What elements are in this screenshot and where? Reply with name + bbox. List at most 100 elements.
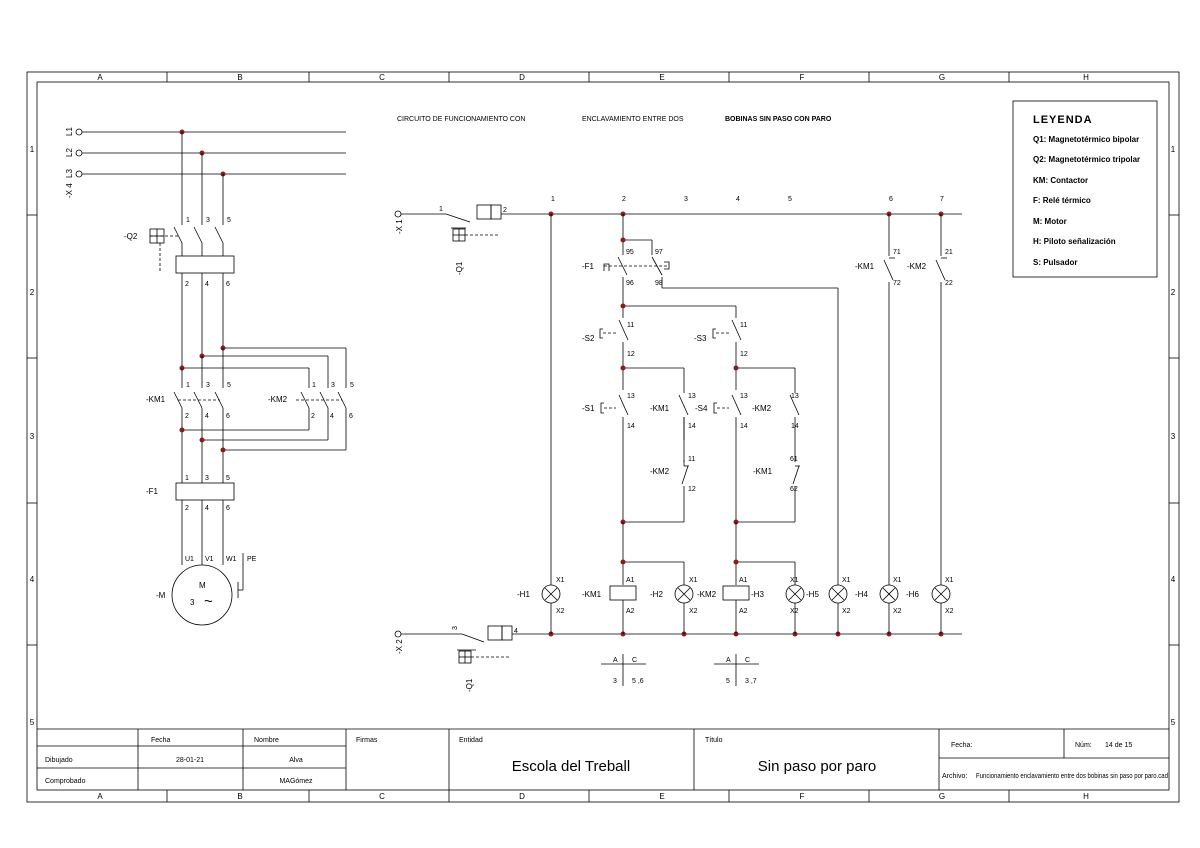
motor-label: M bbox=[199, 581, 206, 590]
lamp-h1-x1: X1 bbox=[556, 577, 565, 584]
motor-terminal-u1: U1 bbox=[185, 556, 194, 563]
control-circuit: -X 1 1 2 -Q1 1 2 3 4 5 6 7 bbox=[394, 196, 962, 692]
legend-box: LEYENDA Q1: Magnetotérmico bipolar Q2: M… bbox=[1012, 100, 1158, 278]
km1-pin-3: 3 bbox=[206, 382, 210, 389]
motor-terminal-pe: PE bbox=[247, 556, 257, 563]
crossref-km2-head-c: C bbox=[745, 657, 750, 664]
grid-col-d: D bbox=[519, 73, 525, 82]
km1-pin-1: 1 bbox=[186, 382, 190, 389]
grid-col-e: E bbox=[659, 73, 664, 82]
tb-dibujado-label: Dibujado bbox=[45, 757, 73, 764]
col-num-1: 1 bbox=[551, 196, 555, 203]
grid-row-labels: 1 2 3 4 5 1 2 3 4 5 bbox=[30, 145, 1176, 727]
grid-col-c: C bbox=[379, 73, 385, 82]
diagram-title-part1: CIRCUITO DE FUNCIONAMIENTO CON bbox=[397, 116, 525, 123]
lamp-h3-label: -H3 bbox=[751, 590, 764, 599]
km1-aux-pin-72: 72 bbox=[893, 280, 901, 287]
breaker-q2-pin-3: 3 bbox=[206, 217, 210, 224]
grid-row-5-right: 5 bbox=[1171, 718, 1176, 727]
lamp-h4-x2: X2 bbox=[842, 608, 851, 615]
contactor-km1-label: -KM1 bbox=[146, 395, 166, 404]
km1-start-rung: -S1 13 14 -KM1 13 14 bbox=[582, 365, 696, 522]
km1-pin-2: 2 bbox=[185, 413, 189, 420]
grid-row-2-right: 2 bbox=[1171, 288, 1176, 297]
control-terminal-x1: -X 1 bbox=[395, 219, 404, 234]
tb-entidad-label: Entidad bbox=[459, 737, 483, 744]
crossref-km2-val-c: 3 ,7 bbox=[745, 678, 757, 685]
lamp-h1-label: -H1 bbox=[517, 590, 530, 599]
km2-branch-wires bbox=[179, 345, 347, 388]
s1-pin-14: 14 bbox=[627, 423, 635, 430]
grid-col-f: F bbox=[800, 73, 805, 82]
control-column-numbers: 1 2 3 4 5 6 7 bbox=[551, 196, 944, 203]
s3-pin-12: 12 bbox=[740, 351, 748, 358]
pushbutton-s2-label: -S2 bbox=[582, 334, 595, 343]
lamp-h2-x2: X2 bbox=[689, 608, 698, 615]
tb-entidad-value: Escola del Treball bbox=[512, 758, 630, 775]
motor-m: M 3 ~ -M U1 V1 W1 PE bbox=[156, 553, 257, 626]
km1-lock-pin-61: 61 bbox=[790, 456, 798, 463]
s3-pin-11: 11 bbox=[740, 322, 747, 329]
q1-top-pin-in: 1 bbox=[439, 206, 443, 213]
s4-pin-14: 14 bbox=[740, 423, 748, 430]
grid-col-h-bottom: H bbox=[1083, 792, 1089, 801]
coil-km2-a2: A2 bbox=[739, 608, 748, 615]
km1-aux-col6: -KM1 71 72 X1 X2 -H6 bbox=[855, 214, 919, 634]
tb-dibujado-nombre: Alva bbox=[289, 757, 303, 764]
grid-column-labels-bottom: A B C D E F G H bbox=[97, 792, 1089, 801]
legend-item-q1: Q1: Magnetotérmico bipolar bbox=[1033, 135, 1139, 144]
motor-ref: -M bbox=[156, 591, 166, 600]
km2-start-rung: -S4 13 14 -KM2 13 14 bbox=[695, 365, 800, 522]
tb-firmas-label: Firmas bbox=[356, 737, 378, 744]
km2-aux-label: -KM2 bbox=[907, 262, 927, 271]
legend-item-h: H: Piloto señalización bbox=[1033, 237, 1116, 246]
grid-row-1: 1 bbox=[30, 145, 35, 154]
crossref-km1-head-a: A bbox=[613, 657, 618, 664]
col-num-7: 7 bbox=[940, 196, 944, 203]
line-label-l2: L2 bbox=[65, 148, 74, 157]
km2-lock-pin-12: 12 bbox=[688, 486, 696, 493]
lamp-h4-branch: -H4 X1 X2 bbox=[828, 577, 868, 634]
grid-row-1-right: 1 bbox=[1171, 145, 1176, 154]
lamp-h2-x1: X1 bbox=[689, 577, 698, 584]
q1-bottom-pin-in: 3 bbox=[452, 626, 459, 630]
grid-row-5: 5 bbox=[30, 718, 35, 727]
control-supply-bottom: -X 2 3 4 -Q1 bbox=[394, 625, 962, 692]
contactor-km2-main: -KM2 1 3 5 2 4 6 bbox=[179, 382, 354, 453]
legend-item-f: F: Relé térmico bbox=[1033, 196, 1091, 205]
grid-row-4-right: 4 bbox=[1171, 575, 1176, 584]
km2-pin-5: 5 bbox=[350, 382, 354, 389]
crossref-km2-val-a: 5 bbox=[726, 678, 730, 685]
pushbutton-s3: -S3 11 12 bbox=[694, 306, 748, 390]
s1-pin-13: 13 bbox=[627, 393, 635, 400]
lamp-h4-x1: X1 bbox=[842, 577, 851, 584]
grid-row-3: 3 bbox=[30, 432, 35, 441]
f1-pin-3: 3 bbox=[205, 475, 209, 482]
tb-fecha2-label: Fecha: bbox=[951, 742, 972, 749]
lamp-h6-x1: X1 bbox=[893, 577, 902, 584]
km2-aux-pin-21: 21 bbox=[945, 249, 953, 256]
grid-row-3-right: 3 bbox=[1171, 432, 1176, 441]
lamp-h1-x2: X2 bbox=[556, 608, 565, 615]
thermal-relay-f1: -F1 1 3 5 2 4 6 bbox=[146, 475, 235, 565]
breaker-q2: -Q2 1 3 5 2 4 6 bbox=[124, 132, 235, 368]
km2-pin-2: 2 bbox=[311, 413, 315, 420]
f1-pin-95: 95 bbox=[626, 249, 634, 256]
km1-interlock-contact-col5: -KM1 61 62 bbox=[733, 456, 800, 585]
legend-item-s: S: Pulsador bbox=[1033, 258, 1077, 267]
coil-km1-a1: A1 bbox=[626, 577, 635, 584]
q1-top-pin-out: 2 bbox=[503, 207, 507, 214]
thermal-relay-f1-label: -F1 bbox=[146, 487, 159, 496]
lamp-col7-x1: X1 bbox=[945, 577, 954, 584]
f1-pin-6: 6 bbox=[226, 505, 230, 512]
lamp-h5-x1: X1 bbox=[790, 577, 799, 584]
f1-pin-5: 5 bbox=[226, 475, 230, 482]
legend-title: LEYENDA bbox=[1033, 114, 1093, 126]
breaker-q1-label: -Q1 bbox=[455, 261, 464, 275]
tb-comprobado-nombre: MAGómez bbox=[279, 778, 313, 785]
coil-km2-rung: -KM2 A1 A2 -H3 -H5 X1 X2 bbox=[697, 559, 819, 634]
grid-col-b: B bbox=[237, 73, 242, 82]
tb-comprobado-label: Comprobado bbox=[45, 778, 86, 785]
contactor-km2-label: -KM2 bbox=[268, 395, 288, 404]
q1-bottom-pin-out: 4 bbox=[514, 628, 518, 635]
